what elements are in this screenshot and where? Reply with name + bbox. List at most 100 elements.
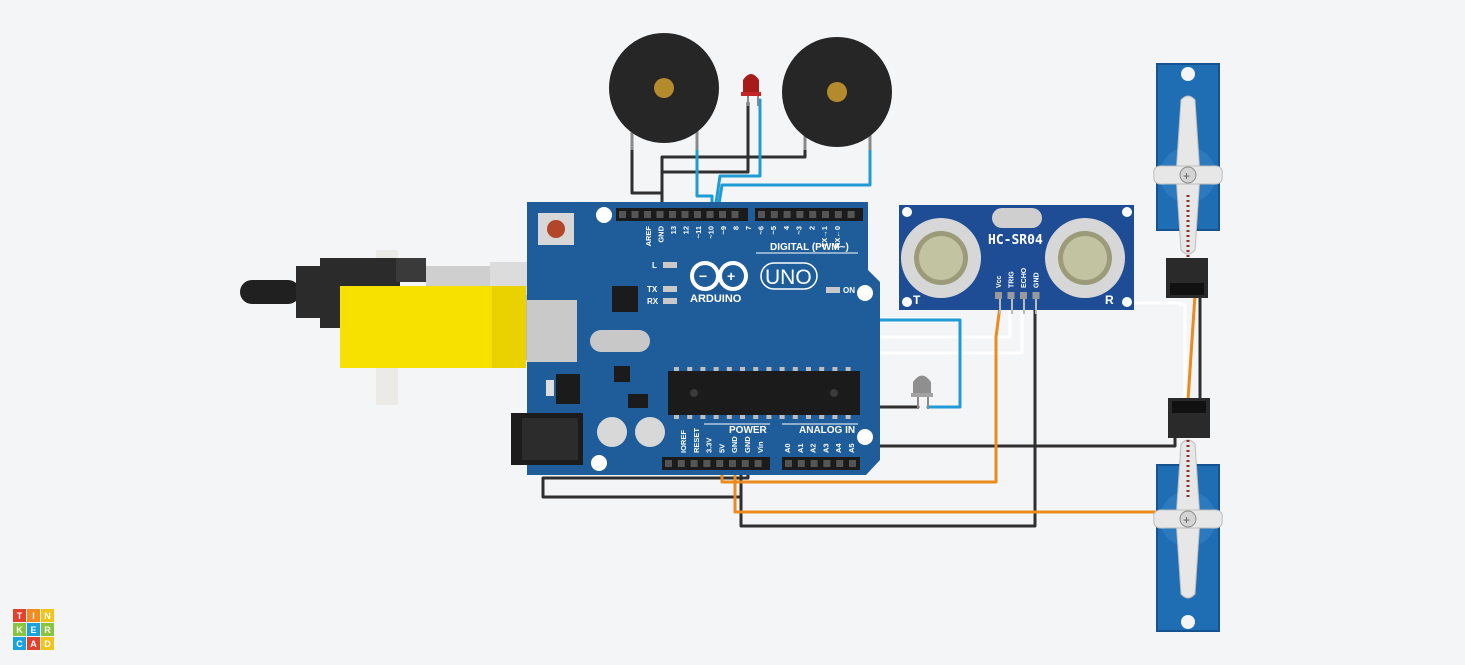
crystal [590, 330, 650, 352]
sensor-model: HC-SR04 [988, 233, 1043, 248]
analog-in-label: ANALOG IN [799, 425, 855, 436]
analog-header[interactable] [782, 457, 860, 470]
pin-hole[interactable] [619, 211, 626, 218]
pin-hole[interactable] [694, 211, 701, 218]
pin-hole[interactable] [785, 460, 792, 467]
buzzer-left[interactable] [609, 33, 719, 150]
logo-letter: D [44, 639, 51, 649]
pin-hole[interactable] [716, 460, 724, 467]
buzzer-right[interactable] [782, 37, 892, 150]
pin-label: ~9 [719, 226, 728, 235]
pin-hole[interactable] [809, 211, 817, 218]
pin-hole[interactable] [754, 460, 762, 467]
logo-tile [13, 623, 26, 636]
grey-led[interactable] [911, 375, 933, 410]
led-rx [663, 298, 677, 304]
led-l [663, 262, 677, 268]
wire-blue[interactable] [713, 98, 762, 212]
wire-white[interactable] [1131, 301, 1187, 402]
servo-top[interactable]: + [1153, 63, 1223, 298]
pin-hole[interactable] [810, 460, 818, 467]
pin-hole[interactable] [665, 460, 672, 467]
servo-horn-screw-icon [1179, 510, 1197, 528]
sensor-pin[interactable] [1020, 292, 1027, 299]
pin-hole[interactable] [690, 460, 698, 467]
pin-hole[interactable] [677, 460, 685, 467]
wire-black[interactable] [739, 304, 1037, 528]
logo-tile [41, 623, 54, 636]
pin-hole[interactable] [822, 211, 829, 218]
pin-label: 3.3V [705, 438, 714, 453]
pin-label: 5V [717, 444, 726, 453]
pin-hole[interactable] [706, 211, 714, 218]
pin-hole[interactable] [770, 211, 778, 218]
pin-label: A0 [783, 443, 792, 453]
pin-hole[interactable] [681, 211, 689, 218]
pin-hole[interactable] [669, 211, 676, 218]
pin-hole[interactable] [836, 460, 844, 467]
pin-hole[interactable] [656, 211, 664, 218]
pin-hole[interactable] [834, 211, 842, 218]
mounting-hole [857, 429, 873, 445]
pin-hole[interactable] [631, 211, 639, 218]
sensor-side-r: R [1105, 293, 1114, 307]
wire-black[interactable] [660, 136, 807, 212]
pin-label: GND [730, 436, 739, 453]
power-analog-pin-holes[interactable] [665, 460, 856, 467]
pin-hole[interactable] [847, 211, 855, 218]
led-on [826, 287, 840, 293]
logo-letter: K [16, 625, 23, 635]
mounting-hole [596, 207, 612, 223]
atmega-chip [668, 371, 860, 415]
pin-hole[interactable] [823, 460, 831, 467]
wire-orange[interactable] [1186, 293, 1197, 402]
sensor-pin[interactable] [1007, 292, 1015, 299]
wire-blue[interactable] [695, 126, 714, 212]
logo-tile [27, 637, 40, 650]
led-tx-label: TX [647, 285, 658, 294]
servo-bottom[interactable]: + [1153, 398, 1223, 632]
sensor-pin[interactable] [1032, 292, 1040, 299]
pin-label: 4 [782, 225, 791, 230]
pin-label: A5 [847, 443, 856, 453]
pin-label: IOREF [679, 430, 688, 453]
usb-port [527, 300, 577, 362]
led-rx-label: RX [647, 297, 659, 306]
wire-blue[interactable] [716, 138, 872, 212]
pin-label: 13 [669, 226, 678, 234]
pin-hole[interactable] [719, 211, 726, 218]
sensor-pin-label: TRIG [1009, 271, 1016, 288]
pin-label: 8 [732, 226, 741, 230]
pin-hole[interactable] [731, 211, 739, 218]
red-led[interactable] [741, 74, 761, 106]
servo-horn-screw-icon [1179, 166, 1197, 184]
capacitor [597, 417, 627, 447]
pin-hole[interactable] [741, 460, 749, 467]
sensor-pin-label: ECHO [1021, 267, 1028, 288]
digital-pin-holes[interactable] [619, 211, 855, 218]
sensor-pin-label: Vcc [996, 275, 1003, 288]
pin-label: A1 [796, 443, 805, 453]
mounting-hole [857, 285, 873, 301]
pin-hole[interactable] [849, 460, 856, 467]
sensor-pin[interactable] [995, 292, 1002, 299]
pin-label: 12 [682, 226, 691, 234]
pin-hole[interactable] [758, 211, 765, 218]
pin-label: 7 [744, 226, 753, 230]
led-tx [663, 286, 677, 292]
pin-label: A2 [809, 443, 818, 453]
pin-hole[interactable] [644, 211, 651, 218]
wire-orange[interactable] [733, 456, 1162, 514]
pin-hole[interactable] [783, 211, 791, 218]
svg-text:−: − [699, 268, 707, 284]
pin-hole[interactable] [703, 460, 711, 467]
pin-hole[interactable] [729, 460, 736, 467]
pin-hole[interactable] [796, 211, 804, 218]
pin-label: A4 [834, 443, 843, 453]
pin-hole[interactable] [797, 460, 805, 467]
sensor-pins[interactable] [995, 292, 1040, 314]
